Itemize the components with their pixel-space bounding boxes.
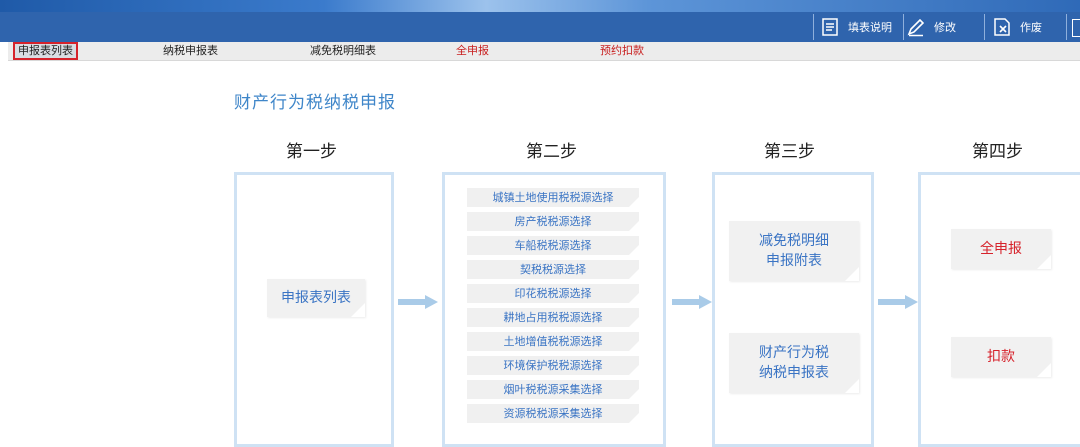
tax-source-option-land-appreciation[interactable]: 土地增值税税源选择 [467, 332, 639, 351]
declaration-list-card[interactable]: 申报表列表 [267, 279, 365, 317]
item-label: 环境保护税税源选择 [503, 359, 603, 372]
page-curl [1037, 363, 1051, 377]
page-curl [1037, 255, 1051, 269]
header-banner [0, 0, 1080, 12]
tax-source-option-tobacco-leaf[interactable]: 烟叶税税源采集选择 [467, 380, 639, 399]
step-1-panel: 申报表列表 [234, 172, 394, 447]
page-curl [629, 389, 639, 399]
fill-instructions-label: 填表说明 [848, 21, 892, 34]
edit-button[interactable]: 修改 [906, 14, 956, 40]
item-label: 房产税税源选择 [514, 215, 592, 228]
page-curl [629, 317, 639, 327]
card-line: 申报附表 [766, 253, 822, 269]
item-label: 土地增值税税源选择 [503, 335, 603, 348]
item-label: 资源税税源采集选择 [503, 407, 603, 420]
step-2-label: 第二步 [526, 142, 577, 162]
void-label: 作废 [1020, 21, 1042, 34]
full-declaration-card-label: 全申报 [980, 241, 1022, 257]
page-curl [629, 197, 639, 207]
toolbar-separator [813, 14, 814, 40]
tax-source-option-environmental-protection[interactable]: 环境保护税税源选择 [467, 356, 639, 375]
page-curl [629, 269, 639, 279]
deduction-card-label: 扣款 [987, 349, 1015, 365]
tax-source-option-farmland-occupation[interactable]: 耕地占用税税源选择 [467, 308, 639, 327]
tab-tax-declaration-form[interactable]: 纳税申报表 [163, 44, 218, 57]
page-curl [845, 267, 859, 281]
step-3-label: 第三步 [764, 142, 815, 162]
page-curl [629, 293, 639, 303]
toolbar-separator [903, 14, 904, 40]
tab-scheduled-deduction[interactable]: 预约扣款 [600, 44, 644, 57]
card-line: 财产行为税 [759, 345, 829, 361]
toolbar: 填表说明 修改 作废 [0, 12, 1080, 42]
tax-source-option-deed[interactable]: 契税税源选择 [467, 260, 639, 279]
tax-source-option-property[interactable]: 房产税税源选择 [467, 212, 639, 231]
exemption-detail-attachment-card[interactable]: 减免税明细 申报附表 [729, 221, 859, 281]
full-declaration-card[interactable]: 全申报 [951, 229, 1051, 269]
step-1-label: 第一步 [286, 142, 337, 162]
item-label: 车船税税源选择 [514, 239, 592, 252]
toolbar-separator [984, 14, 985, 40]
page-curl [629, 221, 639, 231]
tax-source-option-resource[interactable]: 资源税税源采集选择 [467, 404, 639, 423]
edit-label: 修改 [934, 21, 956, 34]
overflow-button[interactable] [1072, 19, 1080, 37]
tab-bar: 申报表列表 纳税申报表 减免税明细表 全申报 预约扣款 [8, 42, 1080, 61]
tab-full-declaration[interactable]: 全申报 [456, 44, 489, 57]
item-label: 契税税源选择 [520, 263, 586, 276]
toolbar-separator [1066, 14, 1067, 40]
page-curl [845, 379, 859, 393]
item-label: 印花税税源选择 [514, 287, 592, 300]
page-curl [629, 413, 639, 423]
step-2-panel: 城镇土地使用税税源选择 房产税税源选择 车船税税源选择 契税税源选择 印花税税源… [442, 172, 666, 447]
deduction-card[interactable]: 扣款 [951, 337, 1051, 377]
arrow-right-icon [878, 295, 918, 309]
tax-source-option-vehicle-vessel[interactable]: 车船税税源选择 [467, 236, 639, 255]
tab-declaration-list[interactable]: 申报表列表 [13, 42, 78, 60]
fill-instructions-button[interactable]: 填表说明 [820, 14, 892, 40]
page-curl [629, 365, 639, 375]
document-list-icon [822, 18, 838, 36]
tax-source-option-stamp[interactable]: 印花税税源选择 [467, 284, 639, 303]
declaration-list-card-label: 申报表列表 [281, 290, 351, 306]
page-title: 财产行为税纳税申报 [234, 93, 396, 113]
tab-tax-exemption-detail[interactable]: 减免税明细表 [310, 44, 376, 57]
step-4-panel: 全申报 扣款 [918, 172, 1080, 447]
item-label: 城镇土地使用税税源选择 [492, 191, 614, 204]
item-label: 耕地占用税税源选择 [503, 311, 603, 324]
card-line: 减免税明细 [759, 233, 829, 249]
card-line: 纳税申报表 [759, 365, 829, 381]
tax-source-option-urban-land-use[interactable]: 城镇土地使用税税源选择 [467, 188, 639, 207]
arrow-right-icon [398, 295, 438, 309]
page-curl [629, 245, 639, 255]
arrow-right-icon [672, 295, 712, 309]
page-curl [629, 341, 639, 351]
void-document-icon [994, 18, 1010, 36]
item-label: 烟叶税税源采集选择 [503, 383, 603, 396]
page-curl [351, 303, 365, 317]
void-button[interactable]: 作废 [992, 14, 1042, 40]
step-4-label: 第四步 [972, 142, 1023, 162]
step-3-panel: 减免税明细 申报附表 财产行为税 纳税申报表 [712, 172, 874, 447]
property-behavior-tax-form-card[interactable]: 财产行为税 纳税申报表 [729, 333, 859, 393]
pencil-icon [907, 18, 925, 37]
